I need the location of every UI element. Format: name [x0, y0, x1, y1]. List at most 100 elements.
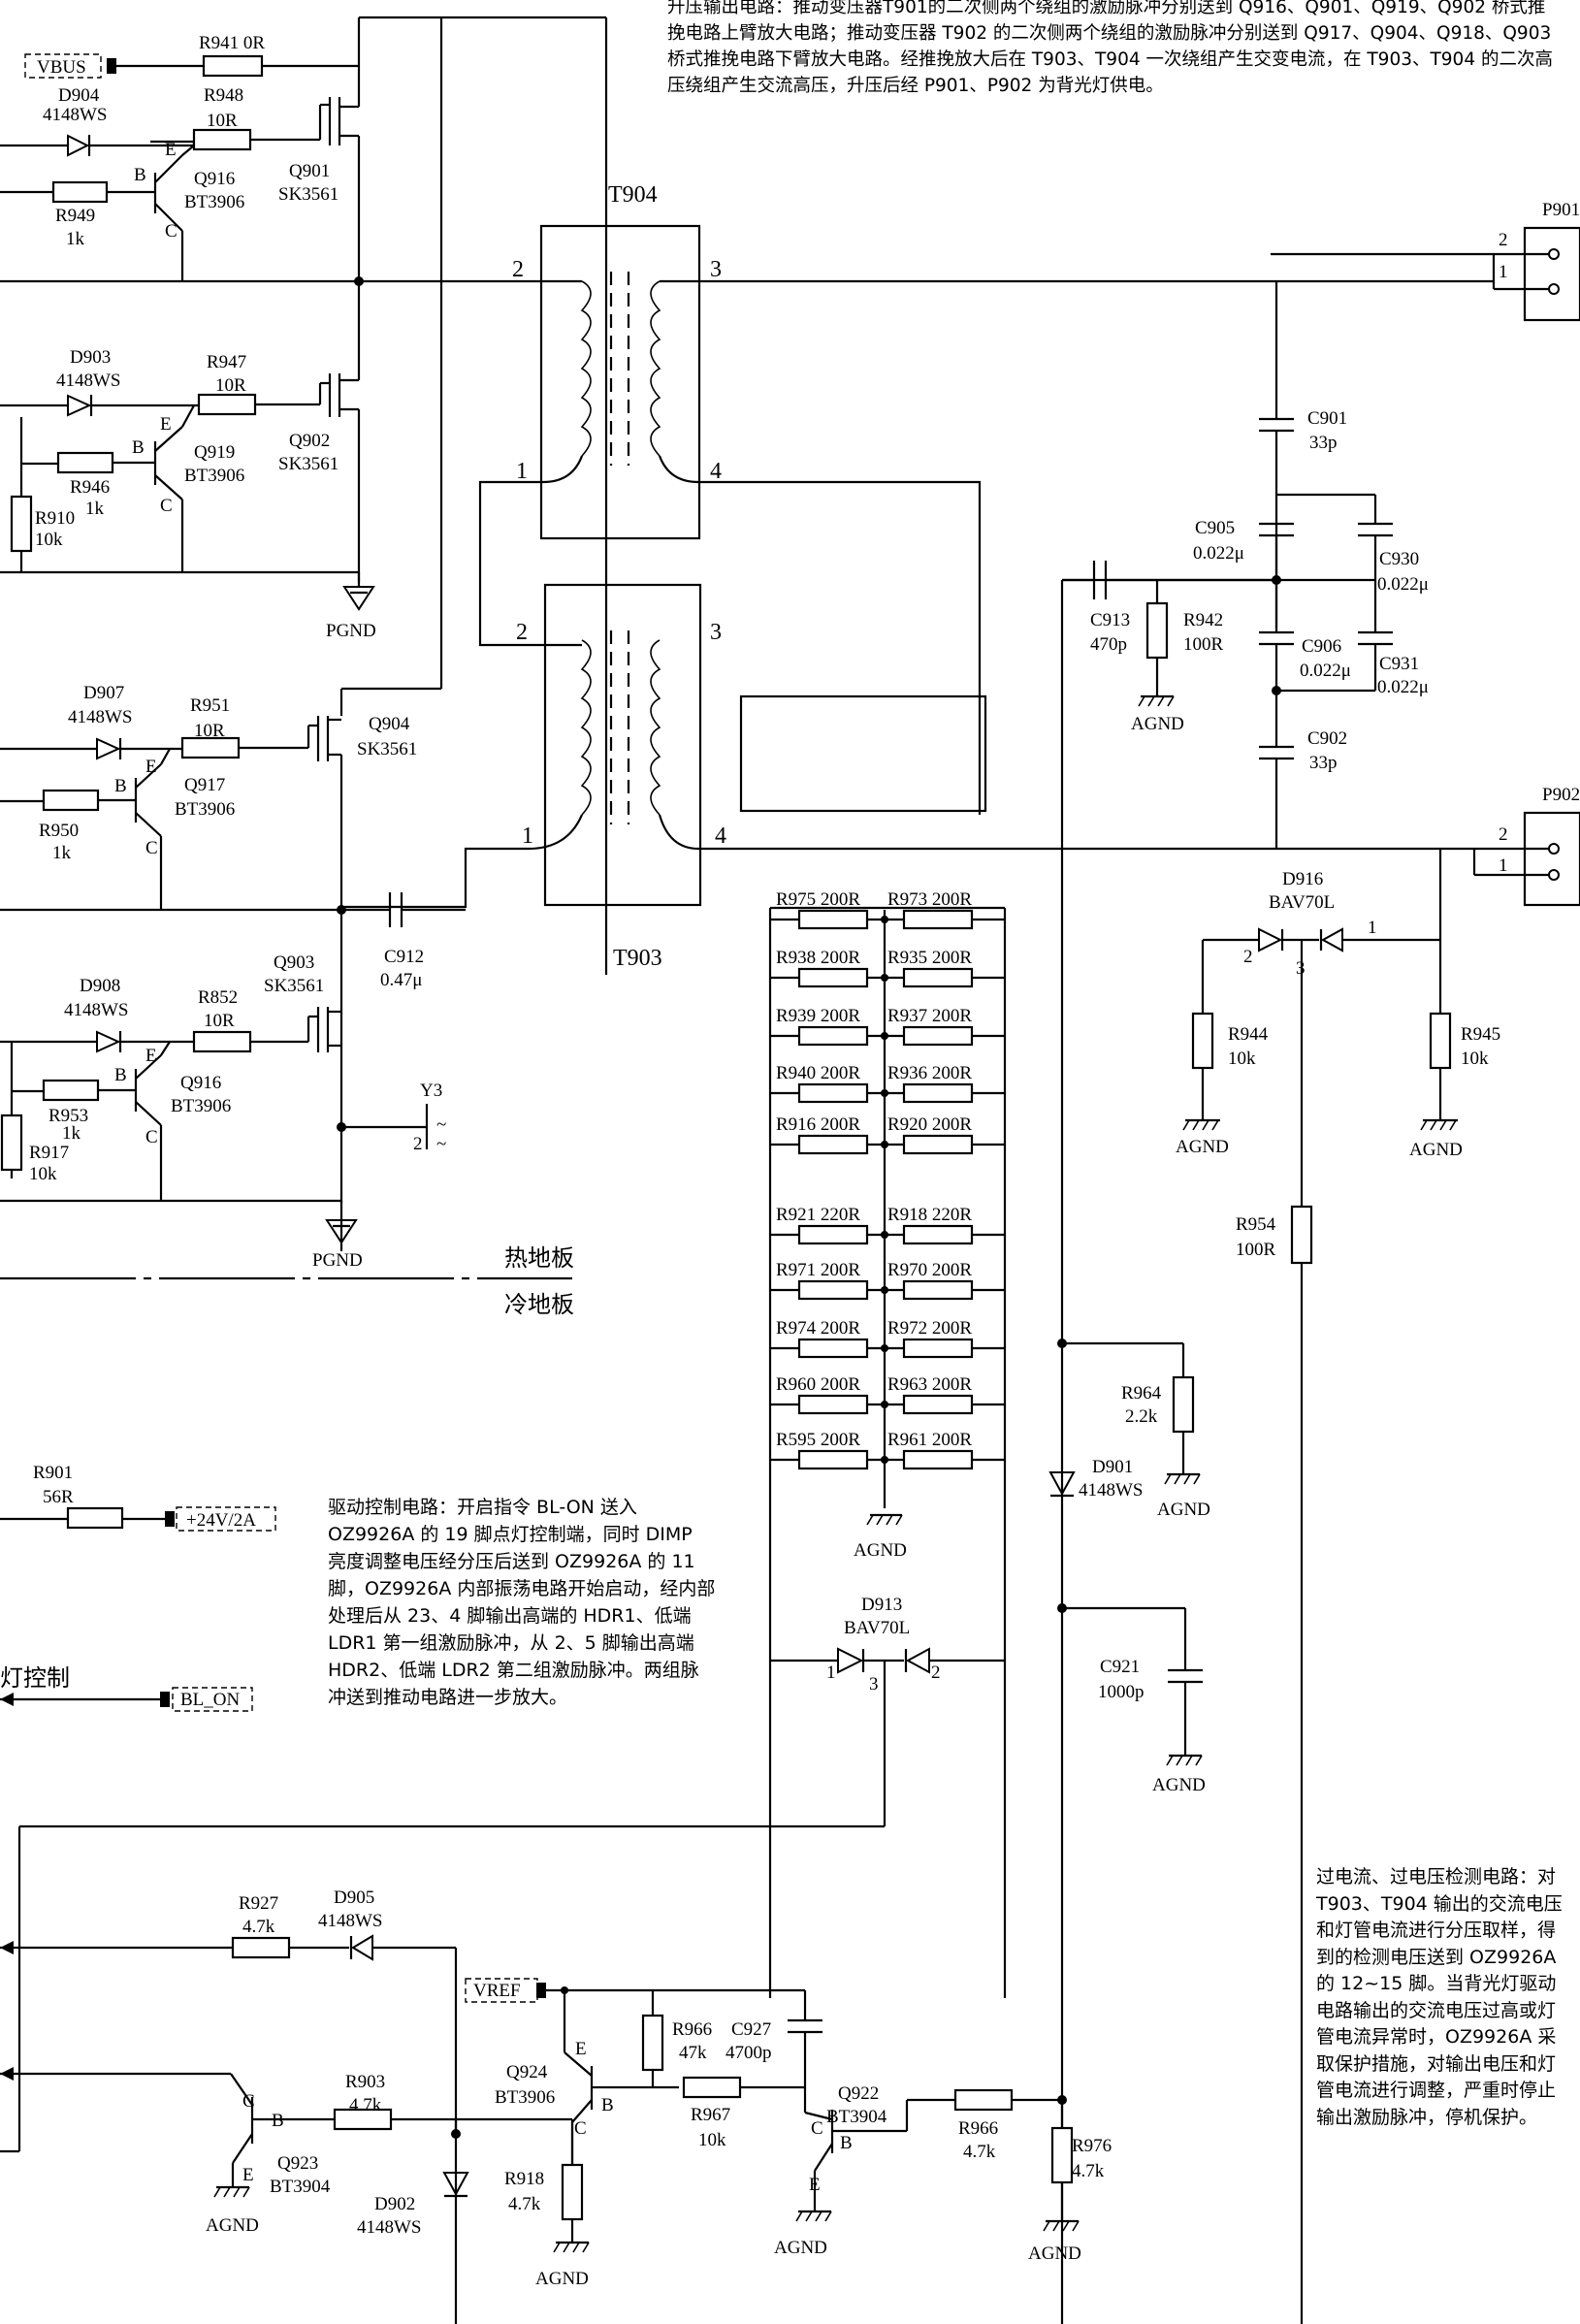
p902-label: P902 — [1542, 785, 1580, 805]
q916-label: Q916 — [194, 169, 235, 189]
c931-label: C931 — [1379, 654, 1419, 674]
c906-value: 0.022μ — [1300, 661, 1351, 681]
d903-value: 4148WS — [56, 371, 121, 391]
t904-pin-2: 2 — [512, 257, 524, 282]
bank-resistor — [797, 1394, 869, 1415]
agnd-label-2: AGND — [1176, 1137, 1229, 1157]
r947-resistor — [197, 393, 257, 416]
q917-value: BT3906 — [175, 799, 235, 820]
r910-value: 10k — [35, 530, 63, 550]
resistor-bank-label: R920 200R — [887, 1114, 972, 1135]
q904-label: Q904 — [369, 714, 410, 734]
pgnd-label-2: PGND — [312, 1250, 363, 1271]
r967-resistor — [682, 2076, 742, 2099]
r917-value: 10k — [29, 1164, 57, 1184]
y3-label: Y3 — [420, 1081, 442, 1101]
q904-value: SK3561 — [357, 739, 417, 759]
d916-pin-3: 3 — [1296, 958, 1306, 979]
r967-label: R967 — [691, 2105, 730, 2125]
d902-label: D902 — [374, 2194, 415, 2214]
q924-b-pin: B — [601, 2095, 614, 2115]
q917-label: Q917 — [184, 775, 225, 795]
q923-label: Q923 — [277, 2153, 318, 2174]
agnd-label-5: AGND — [1157, 1500, 1210, 1520]
resistor-bank-label: R939 200R — [776, 1006, 860, 1026]
d916-pin-2: 2 — [1243, 947, 1253, 967]
r948-label: R948 — [204, 85, 243, 106]
d916-label: D916 — [1282, 869, 1323, 889]
d904-value: 4148WS — [43, 105, 108, 125]
bank-resistor — [797, 1338, 869, 1359]
resistor-bank-label: R921 220R — [776, 1205, 860, 1225]
r941-resistor — [202, 54, 264, 78]
c913-value: 470p — [1090, 634, 1127, 655]
c906-label: C906 — [1302, 636, 1341, 657]
d907-value: 4148WS — [68, 707, 133, 727]
q919-b-pin: B — [132, 437, 145, 458]
resistor-bank-label: R918 220R — [887, 1205, 972, 1225]
y3-pin-2: 2 — [413, 1134, 423, 1154]
q923-value: BT3904 — [270, 2177, 331, 2197]
bank-resistor — [902, 1025, 974, 1047]
t903-pin-1: 1 — [522, 823, 533, 849]
r946-value: 1k — [85, 499, 105, 519]
hot-ground-label: 热地板 — [504, 1245, 574, 1272]
agnd-label-4: AGND — [854, 1540, 907, 1561]
r946-resistor — [56, 451, 114, 474]
r942-value: 100R — [1183, 634, 1224, 655]
q917-e-pin: E — [145, 757, 157, 777]
t903-pin-4: 4 — [715, 823, 726, 849]
r949-label: R949 — [55, 206, 95, 226]
t904-transformer — [539, 224, 701, 540]
q902-label: Q902 — [289, 431, 330, 451]
t903-label: T903 — [613, 946, 662, 971]
d916-value: BAV70L — [1269, 892, 1335, 913]
c913-label: C913 — [1090, 610, 1130, 630]
drive-control-note: 驱动控制电路：开启指令 BL-ON 送入 OZ9926A 的 19 脚点灯控制端… — [328, 1497, 716, 1708]
c902-value: 33p — [1309, 753, 1338, 773]
q922-value: BT3904 — [826, 2107, 887, 2127]
q922-e-pin: E — [809, 2175, 821, 2195]
d913-pin-1: 1 — [826, 1662, 836, 1683]
bank-resistor — [902, 967, 974, 988]
q916-b-pin: B — [134, 165, 146, 185]
c927-label: C927 — [731, 2019, 771, 2040]
r942-resistor — [1145, 601, 1169, 660]
r927-label: R927 — [239, 1893, 278, 1914]
q923-e-pin: E — [242, 2165, 254, 2185]
q916b-c-pin: C — [145, 1127, 158, 1147]
q916-c-pin: C — [165, 221, 177, 242]
d916-pin-1: 1 — [1368, 918, 1377, 938]
q901-label: Q901 — [289, 161, 330, 181]
r950-resistor — [42, 789, 100, 812]
bank-resistor — [797, 909, 869, 930]
r918-resistor — [561, 2163, 584, 2221]
r901-resistor — [66, 1506, 124, 1530]
bank-resistor — [797, 1279, 869, 1301]
r953-resistor — [42, 1079, 100, 1102]
bank-resistor — [902, 1394, 974, 1415]
resistor-bank-label: R935 200R — [887, 948, 972, 968]
c921-value: 1000p — [1098, 1682, 1145, 1702]
q922-c-pin: C — [811, 2118, 823, 2139]
c930-label: C930 — [1379, 549, 1419, 569]
r910-label: R910 — [35, 508, 75, 529]
q916-e-pin: E — [165, 140, 177, 160]
q903-value: SK3561 — [264, 976, 324, 996]
d907-label: D907 — [83, 683, 124, 703]
r901-value: 56R — [43, 1487, 74, 1507]
r945-label: R945 — [1461, 1024, 1500, 1045]
agnd-label-8: AGND — [1028, 2243, 1081, 2264]
q924-c-pin: C — [574, 2118, 587, 2139]
d904-label: D904 — [58, 85, 100, 106]
q916b-value: BT3906 — [171, 1096, 231, 1116]
lamp-control-label: 灯控制 — [0, 1665, 70, 1692]
r945-resistor — [1429, 1012, 1452, 1070]
d902-value: 4148WS — [357, 2217, 422, 2238]
q919-e-pin: E — [160, 414, 172, 435]
r947-label: R947 — [207, 352, 246, 372]
r927-value: 4.7k — [242, 1917, 275, 1937]
c912-value: 0.47μ — [380, 970, 422, 990]
bank-resistor — [797, 1134, 869, 1155]
